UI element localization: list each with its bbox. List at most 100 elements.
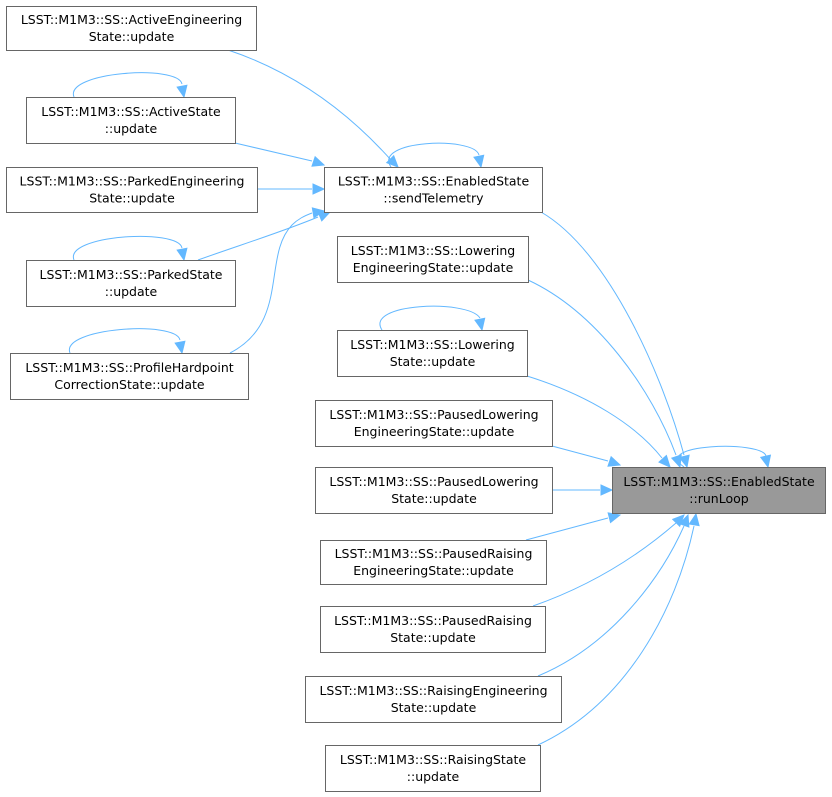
edge-raising_eng-to-run_loop <box>537 513 690 677</box>
edge-profile-to-send_telemetry-line <box>229 212 313 354</box>
node-label-line: CorrectionState::update <box>54 377 205 392</box>
node-label-line: State::update <box>390 630 476 645</box>
node-box <box>6 167 258 213</box>
edge-lowering-to-run_loop <box>526 375 671 468</box>
self-loop-run_loop-arrowhead <box>759 454 772 469</box>
edge-active_eng-to-send_telemetry-line <box>227 49 392 161</box>
node-label-line: EngineeringState::update <box>353 260 514 275</box>
node-box <box>320 606 546 653</box>
node-label-line: LSST::M1M3::SS::PausedLowering <box>329 474 538 489</box>
node-label-line: State::update <box>391 700 477 715</box>
node-label-line: EngineeringState::update <box>353 563 514 578</box>
node-label-line: ::runLoop <box>689 491 748 506</box>
node-parked-eng[interactable]: LSST::M1M3::SS::ParkedEngineeringState::… <box>6 167 258 213</box>
node-send-telemetry[interactable]: LSST::M1M3::SS::EnabledState::sendTeleme… <box>324 167 543 213</box>
node-label-line: LSST::M1M3::SS::RaisingState <box>340 752 526 767</box>
node-box <box>612 467 826 514</box>
edge-paused_lowering-to-run_loop <box>552 484 614 496</box>
node-profile[interactable]: LSST::M1M3::SS::ProfileHardpointCorrecti… <box>10 353 249 400</box>
node-run-loop[interactable]: LSST::M1M3::SS::EnabledState::runLoop <box>612 467 826 514</box>
node-box <box>26 260 236 307</box>
edge-profile-to-send_telemetry <box>229 207 326 354</box>
node-label-line: LSST::M1M3::SS::ProfileHardpoint <box>25 360 233 375</box>
node-label-line: State::update <box>390 354 476 369</box>
self-loop-active <box>73 72 188 99</box>
node-paused-raising-eng[interactable]: LSST::M1M3::SS::PausedRaisingEngineering… <box>320 540 547 585</box>
self-loop-run_loop-line <box>677 445 767 468</box>
edge-profile-to-send_telemetry-arrowhead <box>311 207 326 219</box>
node-label-line: EngineeringState::update <box>354 424 515 439</box>
node-box <box>324 167 543 213</box>
node-label-line: LSST::M1M3::SS::ActiveEngineering <box>21 12 242 27</box>
node-paused-lowering[interactable]: LSST::M1M3::SS::PausedLoweringState::upd… <box>315 467 553 514</box>
edge-paused_lowering-to-run_loop-arrowhead <box>600 484 614 496</box>
node-box <box>6 6 257 51</box>
node-label-line: State::update <box>391 491 477 506</box>
node-paused-raising[interactable]: LSST::M1M3::SS::PausedRaisingState::upda… <box>320 606 546 653</box>
edge-lowering-to-run_loop-line <box>526 375 663 459</box>
node-label-line: LSST::M1M3::SS::PausedLowering <box>329 407 538 422</box>
edge-active_eng-to-send_telemetry <box>227 49 399 168</box>
node-raising-eng[interactable]: LSST::M1M3::SS::RaisingEngineeringState:… <box>305 676 562 723</box>
edge-paused_lowering_eng-to-run_loop <box>551 445 622 467</box>
node-active-eng[interactable]: LSST::M1M3::SS::ActiveEngineeringState::… <box>6 6 257 51</box>
edge-parked-to-send_telemetry <box>197 211 332 261</box>
node-label-line: LSST::M1M3::SS::ParkedState <box>40 267 223 282</box>
edge-paused_raising_eng-to-run_loop <box>525 512 622 541</box>
self-loop-profile <box>69 328 186 355</box>
edge-send_telemetry-to-run_loop-line <box>540 211 685 456</box>
node-box <box>320 540 547 585</box>
edge-lowering_eng-to-run_loop-arrowhead <box>670 454 682 469</box>
node-label-line: State::update <box>89 29 175 44</box>
edge-raising_eng-to-run_loop-line <box>537 525 685 677</box>
self-loop-send_telemetry-arrowhead <box>473 154 485 169</box>
node-label-line: LSST::M1M3::SS::EnabledState <box>338 174 530 189</box>
node-raising[interactable]: LSST::M1M3::SS::RaisingState::update <box>325 745 541 792</box>
node-box <box>10 353 249 400</box>
node-label-line: LSST::M1M3::SS::PausedRaising <box>335 546 533 561</box>
node-label-line: LSST::M1M3::SS::PausedRaising <box>334 613 532 628</box>
node-label-line: State::update <box>89 191 175 206</box>
edge-send_telemetry-to-run_loop <box>540 211 690 469</box>
node-label-line: LSST::M1M3::SS::RaisingEngineering <box>319 683 547 698</box>
node-label-line: ::update <box>407 769 460 784</box>
edge-active-to-send_telemetry-arrowhead <box>311 155 326 167</box>
edges-layer <box>69 49 772 746</box>
edge-lowering-to-run_loop-arrowhead <box>658 454 671 468</box>
self-loop-active-arrowhead <box>176 84 188 99</box>
edge-raising-to-run_loop-arrowhead <box>688 512 700 527</box>
edge-raising-to-run_loop-line <box>537 525 695 746</box>
edge-raising_eng-to-run_loop-arrowhead <box>678 513 690 528</box>
edge-send_telemetry-to-run_loop-arrowhead <box>678 454 690 469</box>
node-box <box>337 236 529 283</box>
self-loop-lowering-arrowhead <box>474 317 486 332</box>
edge-lowering_eng-to-run_loop-line <box>527 279 677 456</box>
node-label-line: LSST::M1M3::SS::ActiveState <box>41 104 221 119</box>
node-box <box>26 97 236 144</box>
self-loop-profile-line <box>69 328 181 354</box>
edge-paused_lowering_eng-to-run_loop-arrowhead <box>607 455 622 467</box>
edge-paused_lowering_eng-to-run_loop-line <box>551 445 609 462</box>
node-label-line: ::update <box>105 284 158 299</box>
edge-active-to-send_telemetry <box>234 142 326 167</box>
node-parked[interactable]: LSST::M1M3::SS::ParkedState::update <box>26 260 236 307</box>
node-box <box>305 676 562 723</box>
edge-active-to-send_telemetry-line <box>234 142 313 162</box>
node-label-line: ::sendTelemetry <box>383 191 484 206</box>
edge-lowering_eng-to-run_loop <box>527 279 682 469</box>
node-label-line: LSST::M1M3::SS::Lowering <box>351 243 515 258</box>
node-active[interactable]: LSST::M1M3::SS::ActiveState::update <box>26 97 236 144</box>
self-loop-profile-arrowhead <box>174 340 186 355</box>
node-label-line: LSST::M1M3::SS::Lowering <box>350 337 514 352</box>
self-loop-lowering <box>379 305 486 332</box>
edge-parked_eng-to-send_telemetry-arrowhead <box>312 183 326 195</box>
edge-paused_raising_eng-to-run_loop-arrowhead <box>607 512 622 524</box>
node-label-line: LSST::M1M3::SS::EnabledState <box>623 474 815 489</box>
self-loop-send_telemetry-line <box>388 142 480 168</box>
edge-raising-to-run_loop <box>537 512 700 746</box>
node-paused-lowering-eng[interactable]: LSST::M1M3::SS::PausedLoweringEngineerin… <box>315 400 553 447</box>
node-box <box>315 467 553 514</box>
node-lowering-eng[interactable]: LSST::M1M3::SS::LoweringEngineeringState… <box>337 236 529 283</box>
